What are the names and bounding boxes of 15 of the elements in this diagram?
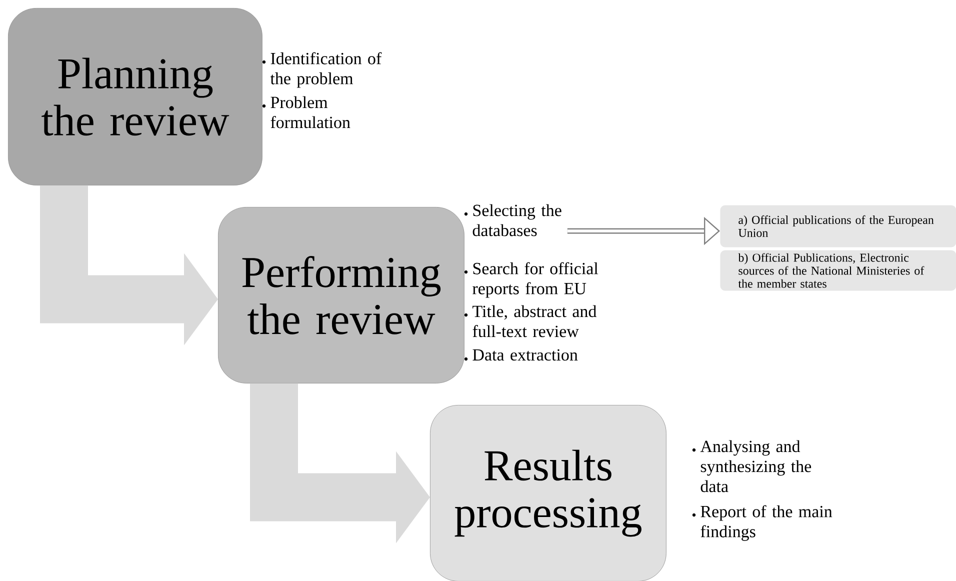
bent-arrow — [250, 383, 430, 544]
bullet-text: Selecting the databases — [472, 204, 562, 236]
source-box: b) Official Publications, Electronic sources of the National Ministeries of the member states — [720, 250, 956, 291]
bullet-text: Problem formulation — [270, 96, 350, 128]
stage-box: Performing the review — [218, 207, 464, 384]
stage-box: Results processing — [430, 405, 666, 581]
bullet-text: Data extraction — [472, 349, 578, 361]
bullet-text: Report of the main findings — [700, 505, 832, 541]
bullet-text: Identification of the problem — [270, 52, 382, 88]
stage-box: Planning the review — [8, 8, 262, 186]
bullet-text: Analysing and synthesizing the data — [700, 440, 812, 492]
bullet-text: Search for official reports from EU — [472, 262, 598, 298]
source-box: a) Official publications of the European Union — [720, 205, 956, 248]
bent-arrow — [40, 185, 218, 346]
bullet-text: Title, abstract and full-text review — [472, 305, 596, 338]
